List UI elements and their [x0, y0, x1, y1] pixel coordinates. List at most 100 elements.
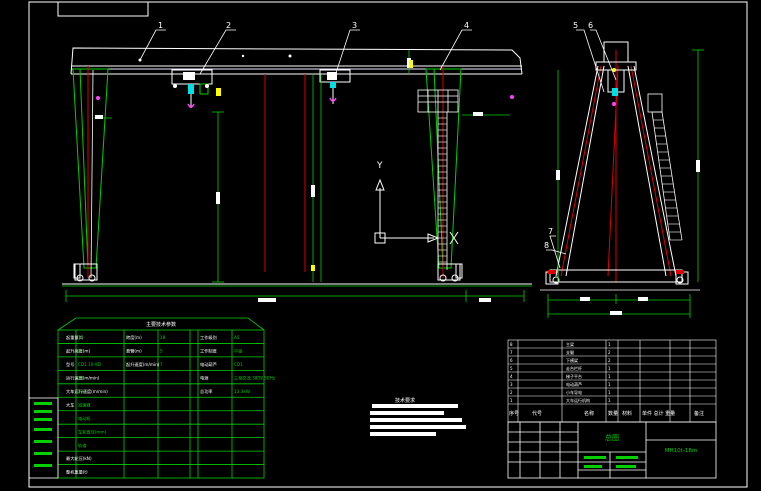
parts-cell: 2 [608, 350, 611, 355]
param-cell: 7 [160, 362, 163, 367]
param-cell: 跨度(m) [126, 334, 142, 341]
param-table: 主要技术参数 起重量(t)10 跨度(m) 18 工作级别 A5 起升高度(m)9 悬臂(m… [57, 317, 276, 479]
parts-header-cell: 代号 [532, 410, 542, 417]
hoist-1 [171, 69, 213, 108]
axis-letter: Y [376, 161, 383, 171]
notes-block: 技术要求 [370, 397, 466, 436]
param-cell: 电动葫芦 [200, 361, 217, 368]
callout-4: 4 [464, 21, 469, 30]
param-cell: 总功率 [200, 388, 213, 395]
lower-beam [545, 269, 689, 285]
param-cell: 9 [78, 349, 81, 354]
parts-cell: 支腿 [566, 349, 574, 355]
parts-cell: 5 [510, 366, 513, 371]
param-cell: 车轮直径(mm) [78, 428, 107, 435]
param-cell: 起重量(t) [66, 334, 84, 341]
parts-cell: 2 [608, 358, 611, 363]
parts-cell: 3 [510, 382, 513, 387]
drawing-number: MH10t-18m [665, 448, 697, 454]
parts-cell: 4 [510, 374, 513, 379]
hoist-2 [319, 69, 351, 104]
param-cell: 中级 [234, 348, 243, 355]
parts-cell: 大车运行机构 [566, 397, 590, 403]
param-cell: 三相交流 380V 50Hz [234, 375, 276, 382]
param-cell: 运行速度(m/min) [66, 375, 100, 382]
front-elevation: 1 2 3 4 Y [62, 21, 532, 302]
callout-3: 3 [352, 21, 357, 30]
side-boxes [28, 397, 59, 479]
parts-cell: 走台栏杆 [566, 365, 582, 371]
parts-cell: 电动葫芦 [566, 381, 582, 387]
parts-cell: 1 [608, 342, 611, 347]
side-dimensions [547, 49, 704, 318]
parts-cell: 1 [608, 366, 611, 371]
parts-cell: 主梁 [566, 341, 574, 347]
parts-cell: 梯子平台 [566, 373, 582, 379]
callout-5: 5 [573, 21, 578, 30]
parts-header-cell: 材料 [622, 410, 632, 417]
parts-cell: 1 [510, 398, 513, 403]
parts-header-cell: 备注 [694, 410, 704, 417]
side-elevation: 5 6 7 8 [540, 21, 704, 318]
notes-title: 技术要求 [395, 397, 415, 404]
parts-cell: 6 [510, 358, 513, 363]
parts-cell: 小车导电 [566, 389, 582, 395]
param-cell: 工作制度 [200, 348, 218, 355]
param-table-title: 主要技术参数 [146, 321, 176, 328]
parts-cell: 1 [608, 390, 611, 395]
param-cell: 型号 [66, 361, 74, 368]
ladder-platform [417, 89, 459, 270]
param-cell: 最大轮压(kN) [66, 455, 92, 462]
title-block [507, 421, 717, 479]
a-frame-legs [555, 65, 677, 277]
param-cell: 起升速度(m/min) [126, 361, 160, 368]
parts-cell: 1 [608, 382, 611, 387]
param-cell: CD1 10-9D [78, 362, 101, 367]
callout-1: 1 [158, 21, 163, 30]
param-cell: 轨道 [78, 442, 87, 449]
param-cell: A5 [234, 335, 240, 340]
right-end-carriage [437, 263, 461, 282]
callout-8: 8 [544, 241, 549, 250]
parts-cell: 下横梁 [566, 357, 578, 363]
left-leg [72, 68, 109, 269]
callout-6: 6 [588, 21, 593, 30]
callout-2: 2 [226, 21, 231, 30]
param-cell: 减速器 [78, 401, 91, 408]
parts-header-cell: 序号 [509, 410, 519, 417]
parts-cell: 2 [510, 390, 513, 395]
param-cell: 5 [160, 349, 163, 354]
parts-cell: 1 [608, 398, 611, 403]
parts-cell: 7 [510, 350, 513, 355]
param-cell: 电动机 [78, 415, 91, 422]
param-cell: 整机重量(t) [66, 469, 88, 476]
param-cell: 20 [78, 389, 84, 394]
param-cell: 悬臂(m) [126, 348, 142, 355]
drawing-name: 总图 [605, 433, 619, 442]
param-cell: 起升高度(m) [66, 348, 90, 355]
param-cell: 大车运行速度(m/min) [66, 388, 108, 395]
param-cell: 大车 [66, 401, 74, 408]
param-cell: 20 [78, 376, 84, 381]
side-ladder-rungs [652, 111, 682, 241]
param-cell: 18 [160, 335, 166, 340]
drawing-frame [28, 1, 748, 488]
param-cell: 10 [78, 335, 84, 340]
parts-header-cell: 名称 [584, 410, 594, 417]
parts-cell: 1 [608, 374, 611, 379]
param-cell: 13.3kW [234, 389, 250, 394]
parts-list: 8 主梁 1 7 支腿 2 6 下横梁 2 5 走台栏杆 1 4 梯子平台 1 3 电动葫芦 1 2 小车导电 1 1 大车… [507, 339, 717, 423]
front-dim-values [95, 58, 491, 302]
callout-7: 7 [548, 227, 553, 236]
parts-header-cell: 单件 总计 重量 [642, 410, 675, 417]
callout-leaders [139, 29, 472, 77]
param-cell: CD1 [234, 362, 243, 367]
parts-header-cell: 数量 [608, 410, 618, 417]
param-cell: 电源 [200, 375, 209, 382]
parts-cell: 8 [510, 342, 513, 347]
ladder-rungs [438, 117, 447, 263]
main-girder [70, 47, 523, 75]
param-cell: 工作级别 [200, 334, 217, 341]
side-ladder [647, 93, 683, 241]
